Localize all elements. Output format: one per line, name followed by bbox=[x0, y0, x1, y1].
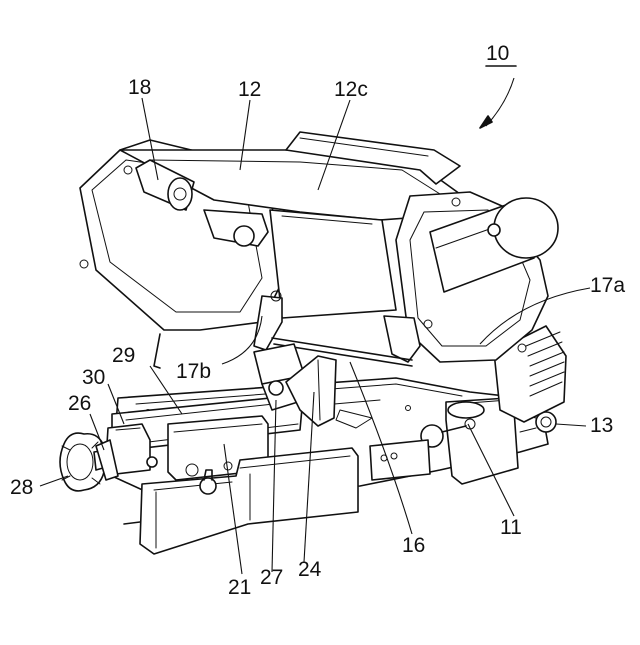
label-29: 29 bbox=[112, 344, 135, 367]
label-24: 24 bbox=[298, 558, 322, 581]
label-27: 27 bbox=[260, 566, 283, 589]
label-10: 10 bbox=[486, 42, 509, 65]
saw-head bbox=[80, 132, 558, 368]
label-11: 11 bbox=[500, 516, 522, 539]
label-17b: 17b bbox=[176, 360, 211, 383]
switch-panel bbox=[370, 440, 430, 480]
assembly-arrow bbox=[480, 66, 516, 128]
label-18: 18 bbox=[128, 76, 151, 99]
label-12c: 12c bbox=[334, 78, 368, 101]
label-30: 30 bbox=[82, 366, 105, 389]
label-28: 28 bbox=[10, 476, 33, 499]
label-12: 12 bbox=[238, 78, 261, 101]
label-13: 13 bbox=[590, 414, 613, 437]
label-26: 26 bbox=[68, 392, 91, 415]
label-17a: 17a bbox=[590, 274, 625, 297]
label-21: 21 bbox=[228, 576, 251, 599]
label-16: 16 bbox=[402, 534, 425, 557]
